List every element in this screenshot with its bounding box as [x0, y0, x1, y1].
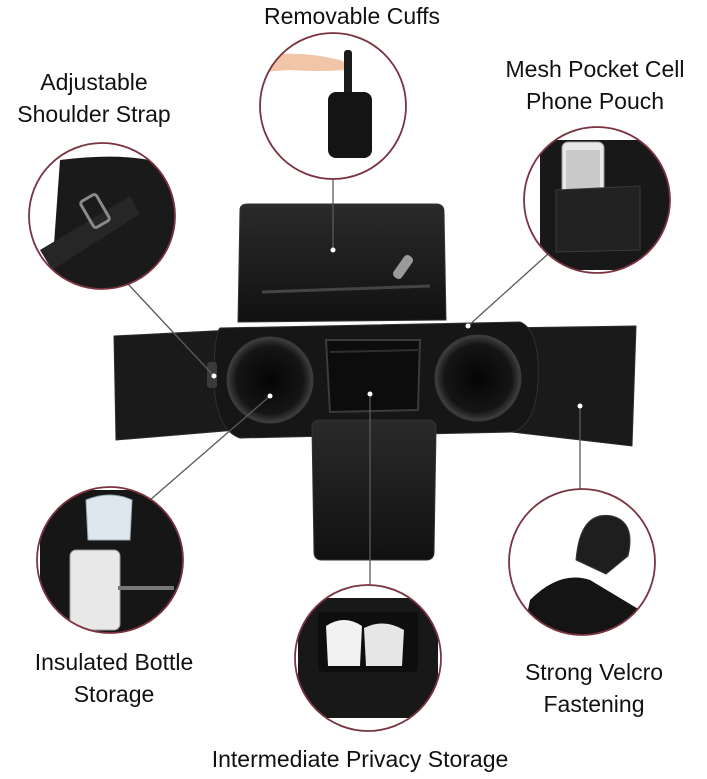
zipper — [118, 586, 174, 590]
cuff-loop — [344, 50, 352, 96]
leader-shoulder-strap — [127, 283, 215, 377]
dot-shoulder-strap — [211, 373, 217, 379]
dot-privacy-storage — [367, 391, 373, 397]
compartment-inner-fold — [329, 349, 419, 353]
dot-bottle-storage — [267, 393, 273, 399]
middle-storage-compartment — [324, 339, 422, 414]
velcro-loop — [575, 514, 631, 575]
phone — [69, 549, 121, 631]
right-cup-holder — [434, 334, 522, 422]
label-mesh-pocket-cell-phone-pouch: Mesh Pocket Cell Phone Pouch — [505, 56, 685, 114]
leader-lines — [127, 179, 581, 585]
leader-bottle-storage — [149, 395, 271, 501]
front-flap — [311, 419, 437, 561]
zipper-line — [261, 284, 431, 294]
callout-bottle-storage — [36, 486, 184, 634]
label-insulated-bottle-storage: Insulated Bottle Storage — [34, 649, 194, 707]
dot-removable-cuffs — [330, 247, 336, 253]
left-cup-holder — [226, 336, 314, 424]
callout-velcro — [508, 488, 656, 636]
cuff-pouch — [328, 92, 372, 158]
strap-band — [40, 196, 140, 270]
callout-shoulder-strap — [28, 142, 176, 290]
callout-privacy-storage — [294, 584, 442, 732]
label-adjustable-shoulder-strap: Adjustable Shoulder Strap — [17, 69, 171, 127]
hand — [262, 53, 348, 72]
dot-mesh-pocket — [465, 323, 471, 329]
label-removable-cuffs: Removable Cuffs — [264, 3, 440, 29]
dot-velcro — [577, 403, 583, 409]
diaper — [364, 623, 404, 666]
callout-removable-cuffs — [259, 32, 407, 180]
strap-buckle — [79, 193, 111, 229]
label-strong-velcro-fastening: Strong Velcro Fastening — [524, 659, 664, 717]
zipper-pull — [393, 255, 413, 279]
back-zipper-pocket — [237, 203, 447, 323]
baby-bottle — [85, 494, 133, 541]
leader-dots — [211, 247, 583, 409]
callout-mesh-pocket — [523, 126, 671, 274]
stroller-organizer-product — [113, 203, 637, 561]
leader-mesh-pocket — [467, 253, 549, 327]
wipes — [326, 620, 362, 666]
mesh-pocket — [555, 185, 641, 253]
label-intermediate-privacy-storage: Intermediate Privacy Storage — [211, 746, 509, 772]
